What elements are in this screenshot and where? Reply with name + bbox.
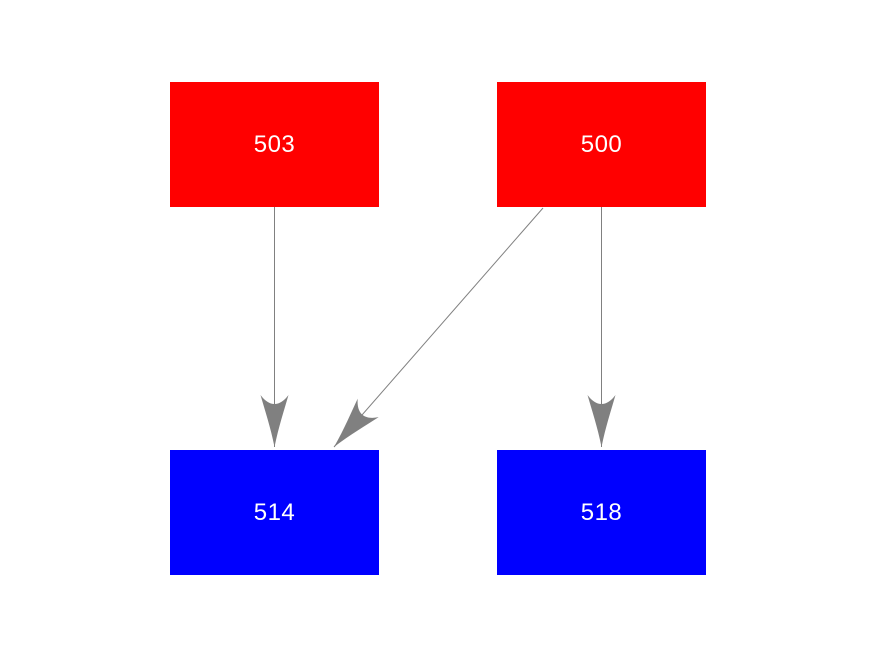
node-518: 518: [497, 450, 706, 575]
edge-group: [260, 207, 616, 448]
node-label: 518: [580, 498, 623, 526]
node-label: 500: [580, 130, 623, 158]
node-label: 503: [253, 130, 296, 158]
node-514: 514: [170, 450, 379, 575]
node-500: 500: [497, 82, 706, 207]
edge-500-514: [333, 207, 544, 448]
node-503: 503: [170, 82, 379, 207]
node-label: 514: [253, 498, 296, 526]
